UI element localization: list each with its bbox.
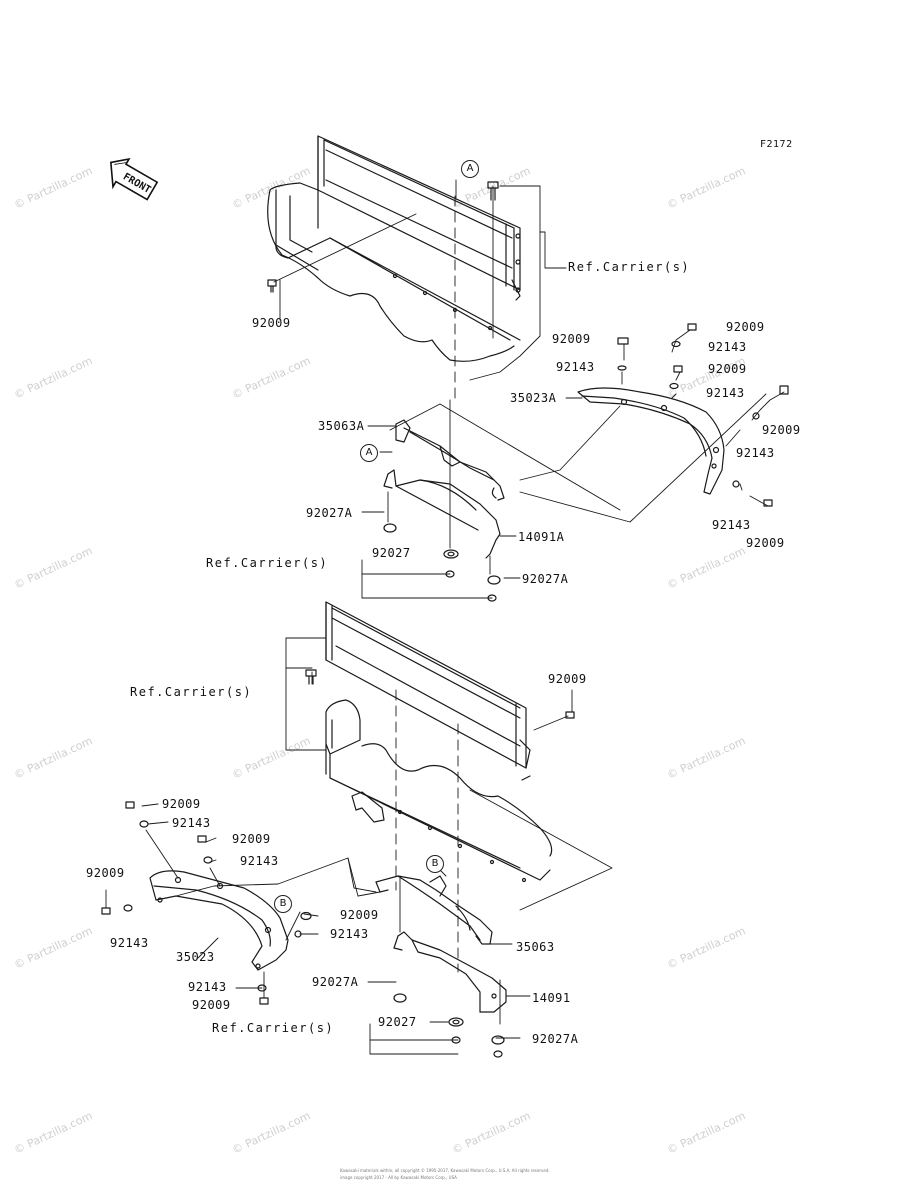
part-label-92143: 92143 [556,360,595,374]
callout-a-top: A [461,160,479,178]
lower-bed-floor [325,699,553,883]
part-label-14091: 14091 [532,991,571,1005]
part-label-92027: 92027 [378,1015,417,1029]
part-label-92009: 92009 [162,797,201,811]
part-label-92009: 92009 [552,332,591,346]
upper-washers [383,523,501,602]
lower-fasteners [305,669,575,719]
copyright-line: image copyright 2017 - All by Kawasaki M… [340,1175,457,1180]
part-label-92009: 92009 [762,423,801,437]
part-label-92027A: 92027A [306,506,353,520]
lower-leaders [285,637,613,1025]
part-label-92143: 92143 [188,980,227,994]
part-label-92143: 92143 [736,446,775,460]
part-label-92143: 92143 [110,936,149,950]
part-label-92027A: 92027A [312,975,359,989]
part-label-92027: 92027 [372,546,411,560]
part-label-92009: 92009 [548,672,587,686]
front-direction-indicator: FRONT [98,150,160,212]
lower-bracket-leaders [347,857,531,1055]
upper-bracket-14091A [383,469,501,559]
lower-washers [393,993,505,1058]
part-label-92143: 92143 [330,927,369,941]
part-label-35063A: 35063A [318,419,365,433]
upper-bracket-35063A [395,419,505,501]
part-label-92009: 92009 [726,320,765,334]
part-label-92009: 92009 [252,316,291,330]
part-label-35063: 35063 [516,940,555,954]
lower-fender-35023 [149,870,289,971]
part-label-92009: 92009 [746,536,785,550]
part-label-14091A: 14091A [518,530,565,544]
part-label-92009: 92009 [708,362,747,376]
upper-bracket-leaders [361,399,521,599]
upper-fender-35023A [577,387,725,495]
lower-bracket-14091 [393,931,507,1013]
callout-b-bracket: B [426,855,444,873]
part-label-35023A: 35023A [510,391,557,405]
part-label-92027A: 92027A [522,572,569,586]
upper-leaders [273,179,567,401]
part-label-92143: 92143 [708,340,747,354]
upper-tailgate-panel [317,135,521,301]
part-label-92143: 92143 [172,816,211,830]
part-label-92143: 92143 [240,854,279,868]
front-arrow-icon: FRONT [109,157,159,201]
part-label-92009: 92009 [192,998,231,1012]
callout-a-bracket: A [360,444,378,462]
upper-fender-leaders [389,329,785,523]
part-label-ref-carrier: Ref.Carrier(s) [568,260,691,274]
lower-bracket-35063 [375,875,493,945]
part-label-92143: 92143 [706,386,745,400]
part-label-92009: 92009 [86,866,125,880]
part-label-ref-carrier: Ref.Carrier(s) [206,556,329,570]
part-label-92009: 92009 [340,908,379,922]
copyright-line: Kawasaki materials within, all copyright… [340,1168,550,1173]
upper-fender-fasteners [617,323,789,507]
upper-bed-floor [267,182,521,362]
part-label-92009: 92009 [232,832,271,846]
part-label-92143: 92143 [712,518,751,532]
part-label-35023: 35023 [176,950,215,964]
lower-fender-fasteners [101,801,312,1005]
lower-tailgate-panel [325,601,531,781]
part-label-ref-carrier: Ref.Carrier(s) [212,1021,335,1035]
figure-code: F2172 [760,139,793,150]
part-label-ref-carrier: Ref.Carrier(s) [130,685,253,699]
callout-b-fender: B [274,895,292,913]
upper-fasteners [267,181,499,293]
part-label-92027A: 92027A [532,1032,579,1046]
